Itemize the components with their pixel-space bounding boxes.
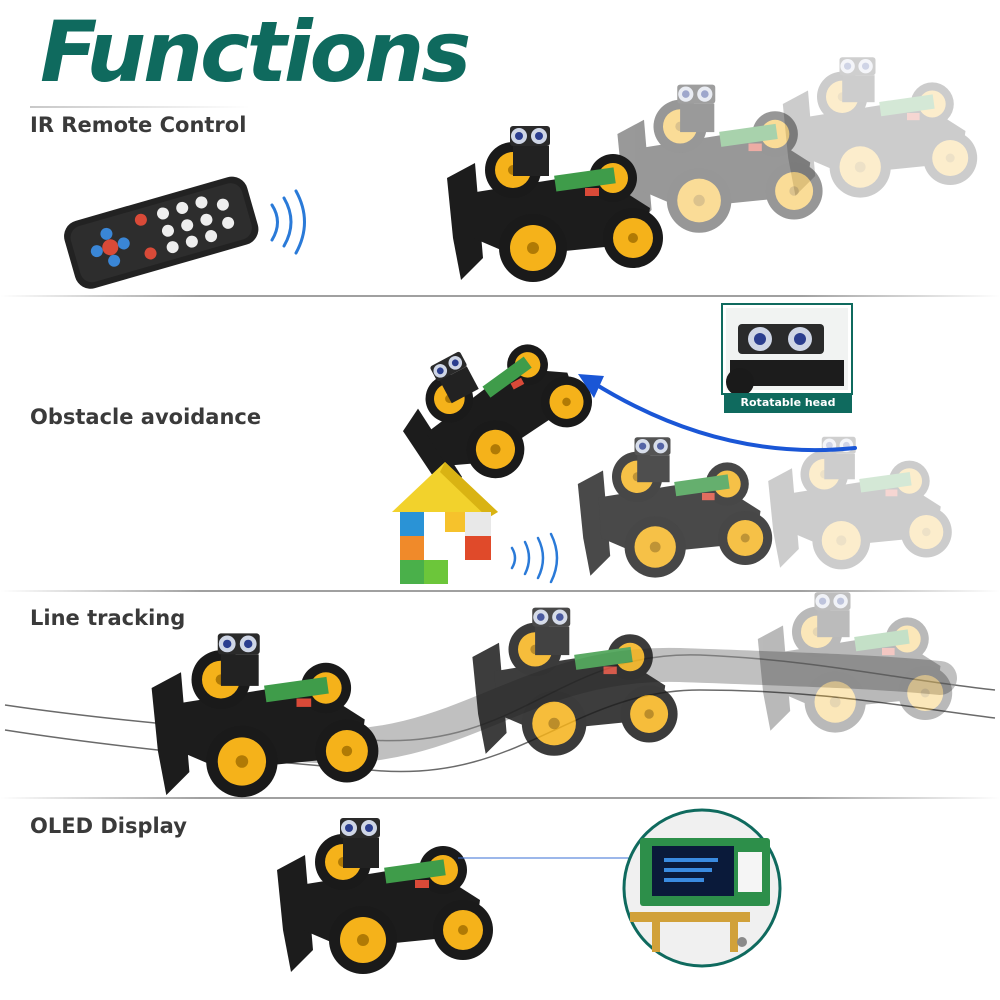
section-divider — [0, 590, 1000, 592]
toy-blocks-illustration — [392, 462, 498, 584]
arrow-head-icon — [578, 374, 604, 398]
section-divider — [0, 295, 1000, 297]
ultrasonic-waves-icon — [510, 532, 559, 584]
section-divider — [0, 797, 1000, 799]
ir-car-sequence — [447, 57, 978, 282]
title-underline — [30, 106, 250, 108]
section-label-oled-display: OLED Display — [30, 814, 187, 838]
page-title: Functions — [40, 3, 471, 101]
ir-remote-illustration — [64, 176, 306, 289]
oled-display-inset — [622, 808, 782, 968]
section-label-line-tracking: Line tracking — [30, 606, 186, 630]
section-label-obstacle-avoidance: Obstacle avoidance — [30, 405, 262, 429]
ir-signal-waves-icon — [270, 189, 306, 255]
rotatable-head-badge: Rotatable head — [724, 393, 852, 413]
avoidance-path-arrow — [590, 380, 857, 453]
line-tracking-car-sequence — [151, 592, 953, 798]
section-label-ir-remote: IR Remote Control — [30, 113, 247, 137]
oled-car — [277, 818, 493, 974]
rotatable-head-inset — [721, 303, 853, 396]
